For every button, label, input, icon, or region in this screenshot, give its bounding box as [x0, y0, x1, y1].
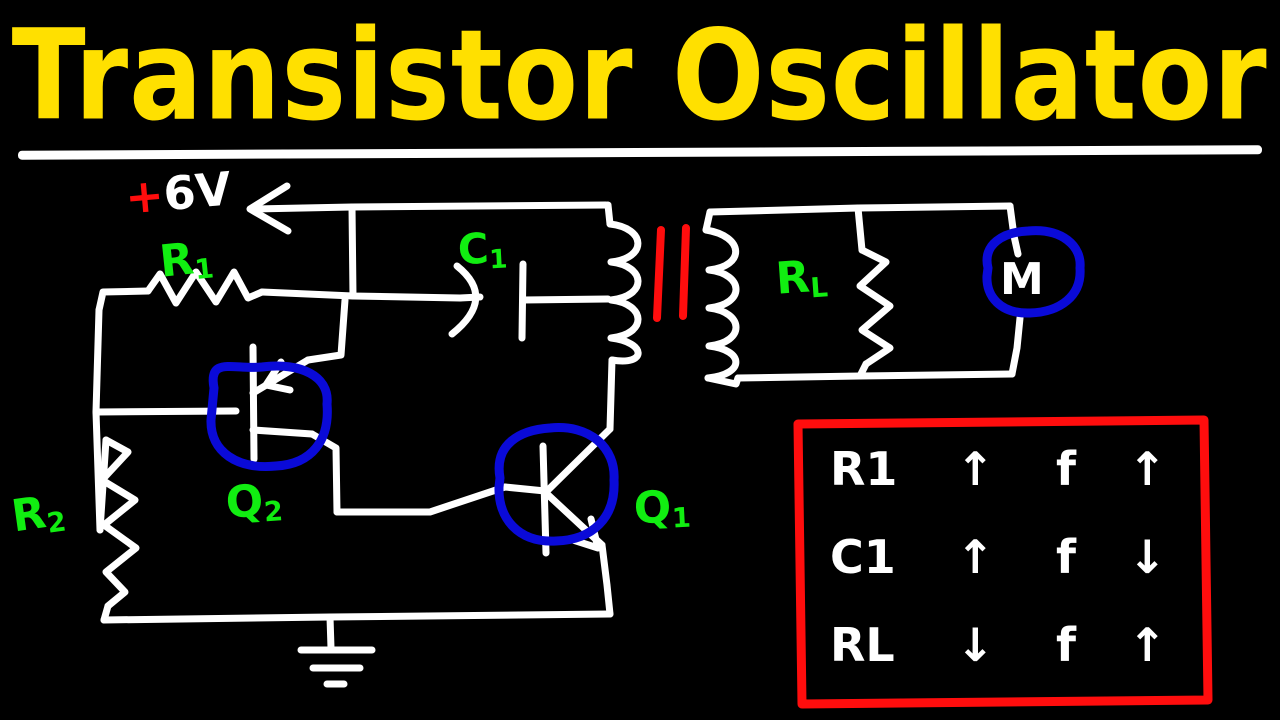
c1-label-sub: 1 — [488, 244, 509, 276]
rl-label-base: R — [774, 251, 812, 305]
r1-label-sub: 1 — [193, 253, 216, 287]
c1-label-base: C — [456, 223, 490, 275]
summary-relationship-table: R1 ↑ f ↑ C1 ↑ f ↓ RL ↓ f ↑ — [812, 432, 1202, 694]
r2-label: R2 — [8, 487, 69, 543]
c1-curved-plate — [448, 262, 480, 338]
summary-box-border — [793, 415, 1213, 709]
q1-label-base: Q — [632, 481, 673, 535]
summary-row-1-result: f — [1056, 530, 1077, 584]
secondary-coil — [702, 226, 740, 382]
q2-label: Q2 — [224, 475, 285, 529]
r1-left-lead — [95, 287, 152, 314]
secondary-bottom-lead — [704, 374, 742, 388]
q2-collector-lead — [249, 426, 316, 438]
summary-row-1-component: C1 — [830, 530, 896, 584]
rail-branch-to-node — [348, 203, 357, 300]
core-bar-left — [653, 226, 665, 322]
ground-rail-wire — [100, 610, 614, 624]
c1-right-lead — [519, 295, 612, 304]
summary-row-rl: RL ↓ f ↑ — [812, 608, 1202, 682]
r1-resistor-zigzag — [144, 268, 266, 307]
summary-row-2-component-arrow: ↓ — [956, 618, 995, 672]
summary-row-2-result: f — [1056, 618, 1077, 672]
q2-collector-to-q1-base — [333, 483, 509, 516]
rl-top-lead — [854, 204, 866, 254]
q2-highlight-circle — [206, 361, 332, 472]
r1-right-lead — [258, 288, 464, 302]
rl-bottom-lead — [856, 360, 870, 380]
left-bus-upper — [92, 306, 103, 416]
summary-row-2-result-arrow: ↑ — [1128, 618, 1167, 672]
rl-resistor-zigzag — [856, 246, 894, 368]
summary-row-0-result: f — [1056, 442, 1077, 496]
summary-row-0-result-arrow: ↑ — [1128, 442, 1167, 496]
summary-row-1-component-arrow: ↑ — [956, 530, 995, 584]
primary-coil — [606, 220, 642, 365]
r2-resistor-zigzag — [98, 436, 140, 610]
r1-label-base: R — [157, 233, 197, 288]
q1-label: Q1 — [632, 481, 692, 535]
summary-row-0-component-arrow: ↑ — [956, 442, 995, 496]
r2-top-lead — [96, 436, 110, 534]
q1-label-sub: 1 — [671, 502, 692, 535]
q1-base-wire — [501, 483, 549, 495]
r2-label-sub: 2 — [45, 506, 69, 540]
summary-row-r1: R1 ↑ f ↑ — [812, 432, 1202, 506]
q2-label-base: Q — [224, 475, 266, 529]
rl-label-sub: L — [809, 272, 829, 305]
ground-stem — [326, 613, 335, 652]
summary-row-1-result-arrow: ↓ — [1128, 530, 1167, 584]
secondary-bottom-rail — [734, 370, 1016, 382]
supply-voltage-label: +6V — [123, 161, 233, 224]
rl-label: RL — [774, 251, 829, 305]
motor-label: M — [1000, 254, 1044, 305]
q2-emitter-to-node — [304, 296, 349, 364]
r1-label: R1 — [157, 233, 216, 288]
motor-bottom-lead — [1008, 314, 1024, 378]
q1-highlight-circle — [494, 423, 619, 546]
q1-emitter-down — [598, 541, 614, 618]
summary-row-0-component: R1 — [830, 442, 898, 496]
supply-rail-wire — [248, 201, 610, 213]
r2-label-base: R — [8, 487, 50, 543]
summary-row-c1: C1 ↑ f ↓ — [812, 520, 1202, 594]
transformer-core-bars — [653, 224, 690, 322]
q1-base-bar — [539, 442, 550, 557]
supply-arrow-head — [246, 182, 292, 235]
q2-label-sub: 2 — [262, 496, 285, 529]
c1-label: C1 — [456, 223, 509, 276]
supply-voltage-value: 6V — [161, 161, 234, 222]
summary-row-2-component: RL — [830, 618, 895, 672]
motor-highlight-circle — [982, 226, 1085, 318]
q1-collector-up — [606, 356, 616, 433]
core-bar-right — [679, 224, 690, 320]
supply-plus-sign: + — [122, 167, 166, 225]
